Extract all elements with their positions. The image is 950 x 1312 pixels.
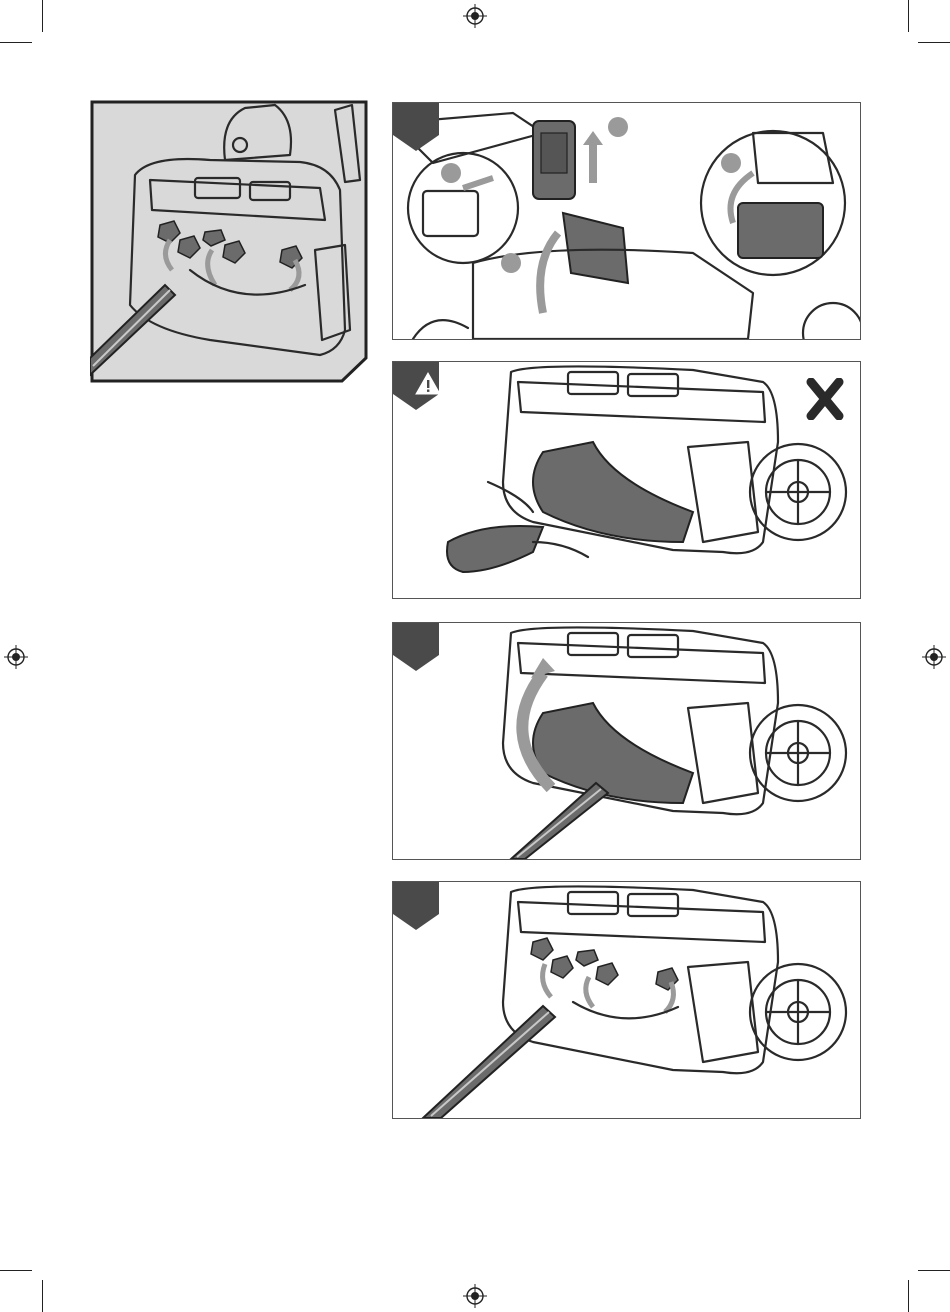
step-tab: [393, 623, 439, 671]
crop-mark: [918, 42, 950, 43]
registration-mark-bottom: [463, 1284, 487, 1308]
crop-mark: [42, 0, 43, 32]
crop-mark: [0, 1270, 32, 1271]
step-warning: [392, 361, 861, 599]
cross-mark-icon: [805, 378, 845, 420]
registration-mark-left: [4, 645, 28, 669]
crop-mark: [908, 0, 909, 32]
crop-mark: [908, 1280, 909, 1312]
step-install-paddles: [392, 881, 861, 1119]
step-rotate-auger: [392, 622, 861, 860]
step-tab: [393, 882, 439, 930]
crop-mark: [918, 1270, 950, 1271]
crop-mark: [0, 42, 32, 43]
step-remove-battery: [392, 102, 861, 340]
detail-view: [90, 100, 368, 383]
registration-mark-right: [922, 645, 946, 669]
step-tab: [393, 103, 439, 151]
warning-triangle-icon: [415, 372, 441, 396]
crop-mark: [42, 1280, 43, 1312]
registration-mark-top: [463, 4, 487, 28]
